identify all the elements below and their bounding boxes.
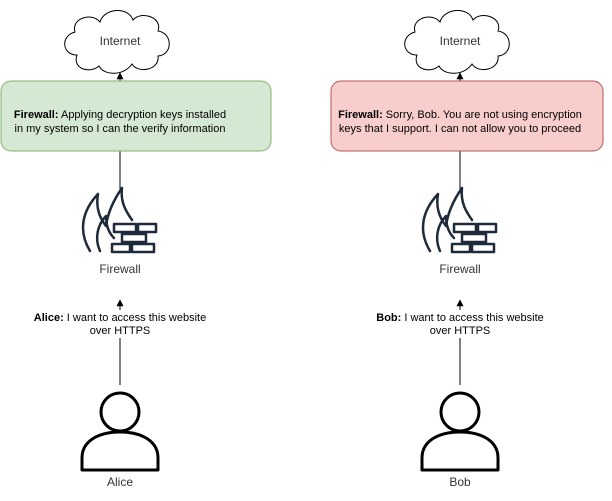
user-icon [420, 391, 500, 472]
firewall-label: Firewall [439, 262, 480, 276]
request-label: Alice: I want to access this website ove… [31, 310, 209, 338]
request-line-1: Alice: I want to access this website [34, 312, 206, 324]
callout-line-2: in my system so I can the verify informa… [15, 123, 226, 135]
cloud-label: Internet [440, 34, 481, 48]
firewall-callout-deny[interactable]: Firewall: Sorry, Bob. You are not using … [330, 80, 604, 152]
request-line-1: Bob: I want to access this website [376, 312, 544, 324]
scenario-alice: Internet Firewall: Applying decryption k… [0, 10, 272, 489]
callout-line-1: Firewall: Sorry, Bob. You are not using … [338, 109, 582, 121]
callout-line-1: Firewall: Applying decryption keys insta… [14, 109, 226, 121]
callout-line-2: keys that I support. I can not allow you… [339, 123, 581, 135]
request-line-2: over HTTPS [90, 325, 151, 337]
firewall-callout-allow[interactable]: Firewall: Applying decryption keys insta… [0, 80, 272, 152]
internet-cloud[interactable]: Internet [64, 10, 170, 74]
internet-cloud[interactable]: Internet [404, 10, 510, 74]
user-label: Alice [107, 475, 133, 489]
firewall-node[interactable]: Firewall [421, 186, 498, 276]
user-icon [80, 391, 160, 472]
user-bob[interactable]: Bob [420, 391, 500, 489]
request-label: Bob: I want to access this website over … [371, 310, 549, 338]
request-label-bg [371, 310, 549, 338]
firewall-label: Firewall [99, 262, 140, 276]
callout-box [330, 80, 604, 152]
cloud-icon [64, 10, 170, 74]
user-label: Bob [449, 475, 471, 489]
firewall-icon [421, 186, 498, 254]
callout-box [0, 80, 272, 152]
scenario-bob: Internet Firewall: Sorry, Bob. You are n… [330, 10, 604, 489]
firewall-node[interactable]: Firewall [81, 186, 158, 276]
request-line-2: over HTTPS [430, 325, 491, 337]
firewall-icon [81, 186, 158, 254]
user-alice[interactable]: Alice [80, 391, 160, 489]
request-label-bg [31, 310, 209, 338]
cloud-icon [404, 10, 510, 74]
cloud-label: Internet [100, 34, 141, 48]
